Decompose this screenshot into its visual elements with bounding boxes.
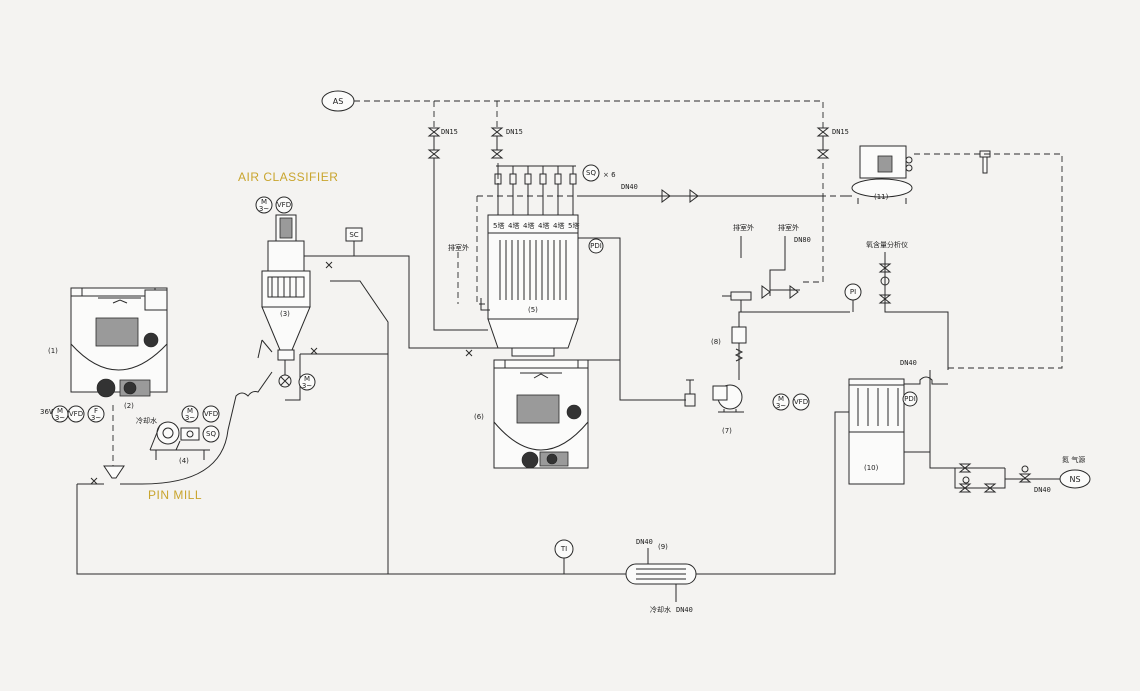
dn40-hx-in-label: DN40 (636, 538, 653, 546)
equipment-11-label: (11) (874, 193, 889, 201)
svg-text:3~: 3~ (259, 205, 269, 213)
filter-cell-label: 4塔 (553, 221, 564, 230)
as-tag-label: AS (333, 97, 344, 106)
filter-cell-label: 5塔 (568, 221, 579, 230)
svg-text:3~: 3~ (55, 414, 65, 422)
dn40-hx-out-label: DN40 (676, 606, 693, 614)
equipment-7-label: (7) (722, 427, 732, 435)
equipment-2-label: (2) (124, 402, 134, 410)
damper-2 (310, 347, 318, 355)
svg-text:VFD: VFD (277, 201, 291, 209)
svg-text:3~: 3~ (302, 382, 312, 390)
filter-cell-labels: 5塔 4塔 4塔 4塔 4塔 5塔 (493, 221, 579, 230)
classifier-motor-tags: M 3~ VFD M 3~ (255, 196, 316, 391)
vent-label-3: 排室外 (778, 223, 799, 232)
pin-mill-motor-tags: M 3~ VFD SQ (181, 405, 220, 443)
equipment-5-label: (5) (528, 306, 538, 314)
equipment-4-label: (4) (179, 457, 189, 465)
dn15-label-a: DN15 (441, 128, 458, 136)
pdi-dust-tag (902, 391, 918, 407)
vent-label-2: 排室外 (733, 223, 754, 232)
equipment-6-label: (6) (474, 413, 484, 421)
dn80-label: DN80 (794, 236, 811, 244)
svg-text:36W: 36W (40, 408, 56, 416)
svg-text:SQ: SQ (586, 169, 596, 177)
pulse-valves (494, 165, 577, 215)
dn15-valves (427, 127, 830, 331)
ns-tag (1059, 469, 1091, 489)
filter-cell-label: 4塔 (523, 221, 534, 230)
vent-label-1: 排室外 (448, 243, 469, 252)
svg-text:M: M (304, 375, 310, 383)
damper-3 (90, 477, 98, 485)
svg-text:PDI: PDI (590, 242, 602, 250)
pin-mill-4 (149, 421, 210, 460)
dust-collector-10 (848, 370, 948, 485)
sq-filter-tag (582, 164, 600, 182)
equipment-3-label: (3) (280, 310, 290, 318)
left-motor-tags: 36W M 3~ VFD F 3~ (40, 405, 105, 423)
svg-text:VFD: VFD (204, 410, 218, 418)
equipment-9-label: (9) (658, 543, 668, 551)
equipment-10-label: (10) (864, 464, 879, 472)
filter-cell-label: 4塔 (508, 221, 519, 230)
svg-text:TI: TI (560, 545, 567, 553)
svg-text:M: M (187, 407, 193, 415)
filter-cell-label: 5塔 (493, 221, 504, 230)
feed-hopper (103, 465, 125, 479)
equipment-1-label: (1) (48, 347, 58, 355)
air-filter-right (979, 150, 991, 174)
pdi-filter-tag (588, 238, 604, 254)
air-supply-dashed-lines (354, 100, 1063, 369)
oxygen-analyzer-label: 氧含量分析仪 (866, 240, 908, 249)
svg-text:SQ: SQ (206, 430, 216, 438)
fan-motor-tags: M 3~ VFD (772, 393, 810, 411)
svg-text:3~: 3~ (185, 414, 195, 422)
svg-text:M: M (57, 407, 63, 415)
dn40-top-label: DN40 (621, 183, 638, 191)
pin-mill-title: PIN MILL (148, 488, 202, 502)
fan-7 (684, 379, 744, 413)
dn40-mid-label: DN40 (900, 359, 917, 367)
dn40-ns-label: DN40 (1034, 486, 1051, 494)
heat-exchanger-9 (625, 548, 697, 602)
svg-text:M: M (778, 395, 784, 403)
svg-text:F: F (94, 407, 98, 415)
bag-filter-5 (487, 214, 579, 357)
dn15-label-b: DN15 (506, 128, 523, 136)
svg-text:NS: NS (1069, 475, 1080, 484)
svg-text:VFD: VFD (69, 410, 83, 418)
times6-label: × 6 (603, 171, 616, 179)
nitrogen-source-label: 氮 气源 (1062, 455, 1085, 464)
svg-text:3~: 3~ (91, 414, 101, 422)
svg-text:SC: SC (349, 231, 358, 239)
cooling-hx-label: 冷却水 (650, 605, 671, 614)
cooling-mill-label: 冷却水 (136, 416, 157, 425)
air-compressor-11 (851, 145, 913, 204)
svg-text:PDI: PDI (904, 395, 916, 403)
damper-1 (325, 261, 333, 269)
as-tag (321, 90, 355, 112)
mixer-1 (70, 287, 168, 398)
nitrogen-supply-piping (929, 452, 1060, 493)
main-process-piping (76, 255, 849, 575)
equipment-8-label: (8) (711, 338, 721, 346)
svg-text:PI: PI (850, 288, 856, 296)
air-classifier-title: AIR CLASSIFIER (238, 170, 338, 184)
mixer-6 (493, 359, 589, 469)
svg-text:M: M (261, 198, 267, 206)
svg-text:3~: 3~ (776, 402, 786, 410)
silencer-8 (722, 291, 850, 380)
dn15-label-c: DN15 (832, 128, 849, 136)
svg-text:VFD: VFD (794, 398, 808, 406)
filter-cell-label: 4塔 (538, 221, 549, 230)
air-classifier-3 (257, 214, 311, 361)
